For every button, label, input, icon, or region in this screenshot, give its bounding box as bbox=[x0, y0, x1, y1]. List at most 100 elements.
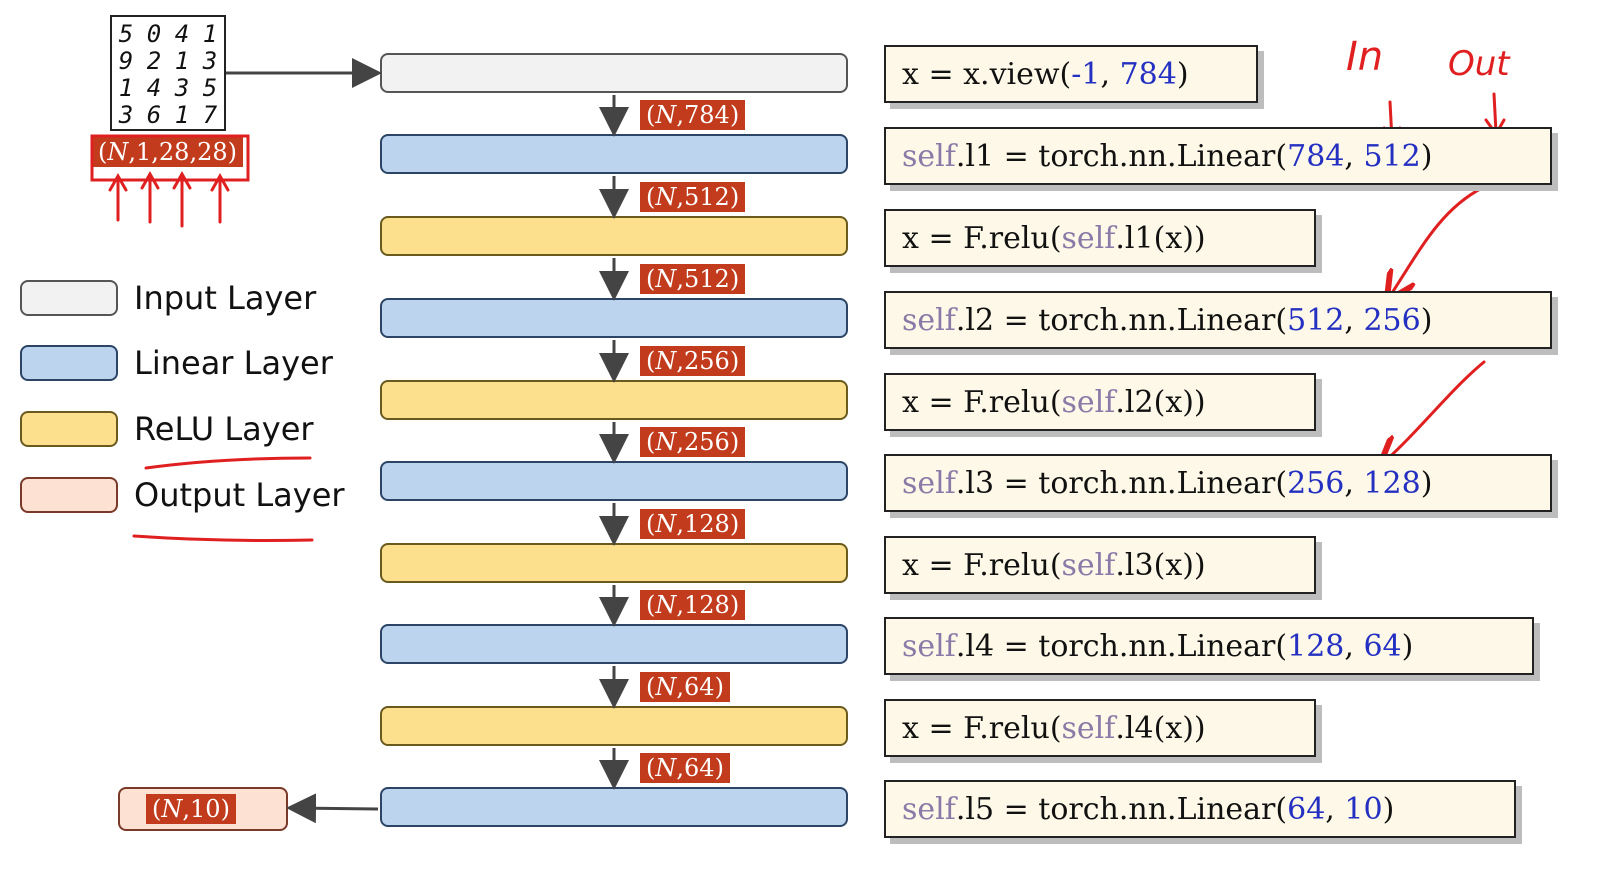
badge-n: N bbox=[655, 265, 677, 293]
digit: 1 bbox=[174, 47, 190, 75]
code-text: , bbox=[1344, 628, 1364, 664]
code-number: -1 bbox=[1071, 56, 1101, 92]
code-text: , bbox=[1325, 791, 1345, 827]
legend-linear: Linear Layer bbox=[20, 344, 333, 382]
digit: 3 bbox=[118, 101, 134, 129]
code-text: .l5 = torch.nn.Linear( bbox=[955, 791, 1288, 827]
badge-dim: 512 bbox=[684, 183, 730, 211]
badge-n: N bbox=[655, 101, 677, 129]
digit: 2 bbox=[146, 47, 162, 75]
code-text: .l3 = torch.nn.Linear( bbox=[955, 465, 1288, 501]
digit-row: 5 0 4 1 bbox=[112, 21, 224, 48]
badge-dim: 128 bbox=[684, 591, 730, 619]
code-text: , bbox=[1344, 302, 1364, 338]
code-text: x = F.relu( bbox=[902, 710, 1062, 746]
annot-curve-2 bbox=[1384, 360, 1486, 462]
shape-badge: (N,512) bbox=[640, 264, 746, 294]
digit: 9 bbox=[118, 47, 134, 75]
code-text: ) bbox=[1401, 628, 1414, 664]
annot-out-label: Out bbox=[1448, 44, 1510, 84]
code-number: 128 bbox=[1363, 465, 1421, 501]
annot-underline-relu bbox=[144, 456, 312, 470]
code-text: x = F.relu( bbox=[902, 384, 1062, 420]
code-line-relu-1: x = F.relu(self.l1(x)) bbox=[884, 209, 1316, 267]
linear-layer-block-2 bbox=[380, 298, 848, 338]
code-text: ) bbox=[1420, 302, 1433, 338]
code-line-linear-1: self.l1 = torch.nn.Linear(784, 512) bbox=[884, 127, 1552, 185]
output-shape-badge: (N,10) bbox=[146, 794, 236, 824]
badge-n: N bbox=[655, 428, 677, 456]
code-self: self bbox=[1061, 547, 1116, 583]
badge-dim: 784 bbox=[684, 101, 730, 129]
code-text: ) bbox=[1382, 791, 1395, 827]
digit: 4 bbox=[174, 20, 190, 48]
digit: 0 bbox=[146, 20, 162, 48]
code-line-relu-4: x = F.relu(self.l4(x)) bbox=[884, 699, 1316, 757]
code-number: 10 bbox=[1344, 791, 1383, 827]
code-text: .l3(x)) bbox=[1115, 547, 1206, 583]
code-text: , bbox=[1100, 56, 1120, 92]
badge-dim: 512 bbox=[684, 265, 730, 293]
shape-badge: (N,64) bbox=[640, 672, 730, 702]
code-line-linear-2: self.l2 = torch.nn.Linear(512, 256) bbox=[884, 291, 1552, 349]
code-line-relu-3: x = F.relu(self.l3(x)) bbox=[884, 536, 1316, 594]
annot-underline-output bbox=[132, 534, 314, 542]
input-shape-badge: (N,1,28,28) bbox=[92, 137, 243, 167]
legend-label: Linear Layer bbox=[134, 344, 333, 382]
code-number: 512 bbox=[1287, 302, 1345, 338]
digit-row: 1 4 3 5 bbox=[112, 75, 224, 102]
code-self: self bbox=[902, 628, 956, 664]
code-self: self bbox=[902, 465, 956, 501]
code-text: .l1(x)) bbox=[1115, 220, 1206, 256]
digit-row: 9 2 1 3 bbox=[112, 48, 224, 75]
digit: 1 bbox=[118, 74, 134, 102]
badge-paren: ( bbox=[98, 138, 108, 166]
badge-n: N bbox=[161, 795, 183, 823]
code-self: self bbox=[1061, 710, 1116, 746]
code-text: .l4 = torch.nn.Linear( bbox=[955, 628, 1288, 664]
digit: 3 bbox=[202, 47, 218, 75]
code-text: ) bbox=[1176, 56, 1189, 92]
code-text: .l1 = torch.nn.Linear( bbox=[955, 138, 1288, 174]
shape-badge: (N,128) bbox=[640, 590, 746, 620]
annot-up-arrow bbox=[140, 170, 160, 224]
code-number: 64 bbox=[1287, 791, 1326, 827]
code-text: , bbox=[1344, 138, 1364, 174]
legend-output: Output Layer bbox=[20, 476, 345, 514]
code-line-relu-2: x = F.relu(self.l2(x)) bbox=[884, 373, 1316, 431]
shape-badge: (N,256) bbox=[640, 427, 746, 457]
code-text: x = F.relu( bbox=[902, 220, 1062, 256]
code-number: 128 bbox=[1287, 628, 1345, 664]
code-text: ) bbox=[1420, 465, 1433, 501]
legend-relu: ReLU Layer bbox=[20, 410, 314, 448]
code-text: .l2 = torch.nn.Linear( bbox=[955, 302, 1288, 338]
code-line-view: x = x.view(-1, 784) bbox=[884, 45, 1258, 103]
digit: 5 bbox=[118, 20, 134, 48]
digit: 7 bbox=[202, 101, 218, 129]
badge-dims: ,1,28,28) bbox=[128, 138, 237, 166]
legend-label: Output Layer bbox=[134, 476, 345, 514]
badge-n: N bbox=[655, 591, 677, 619]
shape-badge: (N,128) bbox=[640, 509, 746, 539]
annot-in-label: In bbox=[1346, 34, 1384, 80]
digit: 1 bbox=[202, 20, 218, 48]
shape-badge: (N,784) bbox=[640, 100, 746, 130]
shape-badge: (N,64) bbox=[640, 753, 730, 783]
code-number: 256 bbox=[1363, 302, 1421, 338]
annot-curve-1 bbox=[1390, 186, 1484, 296]
linear-layer-block-5 bbox=[380, 787, 848, 827]
code-self: self bbox=[902, 791, 956, 827]
arrow-to-output bbox=[286, 793, 379, 824]
code-self: self bbox=[1061, 220, 1116, 256]
linear-layer-block-1 bbox=[380, 134, 848, 174]
annot-box-shape bbox=[90, 134, 250, 182]
badge-dim: 128 bbox=[684, 510, 730, 538]
legend-label: Input Layer bbox=[134, 279, 317, 317]
code-number: 784 bbox=[1119, 56, 1177, 92]
badge-dim: 256 bbox=[684, 428, 730, 456]
badge-n: N bbox=[655, 183, 677, 211]
code-text: , bbox=[1344, 465, 1364, 501]
digit-row: 3 6 1 7 bbox=[112, 102, 224, 129]
digit: 3 bbox=[174, 74, 190, 102]
legend-swatch-output bbox=[20, 477, 118, 513]
